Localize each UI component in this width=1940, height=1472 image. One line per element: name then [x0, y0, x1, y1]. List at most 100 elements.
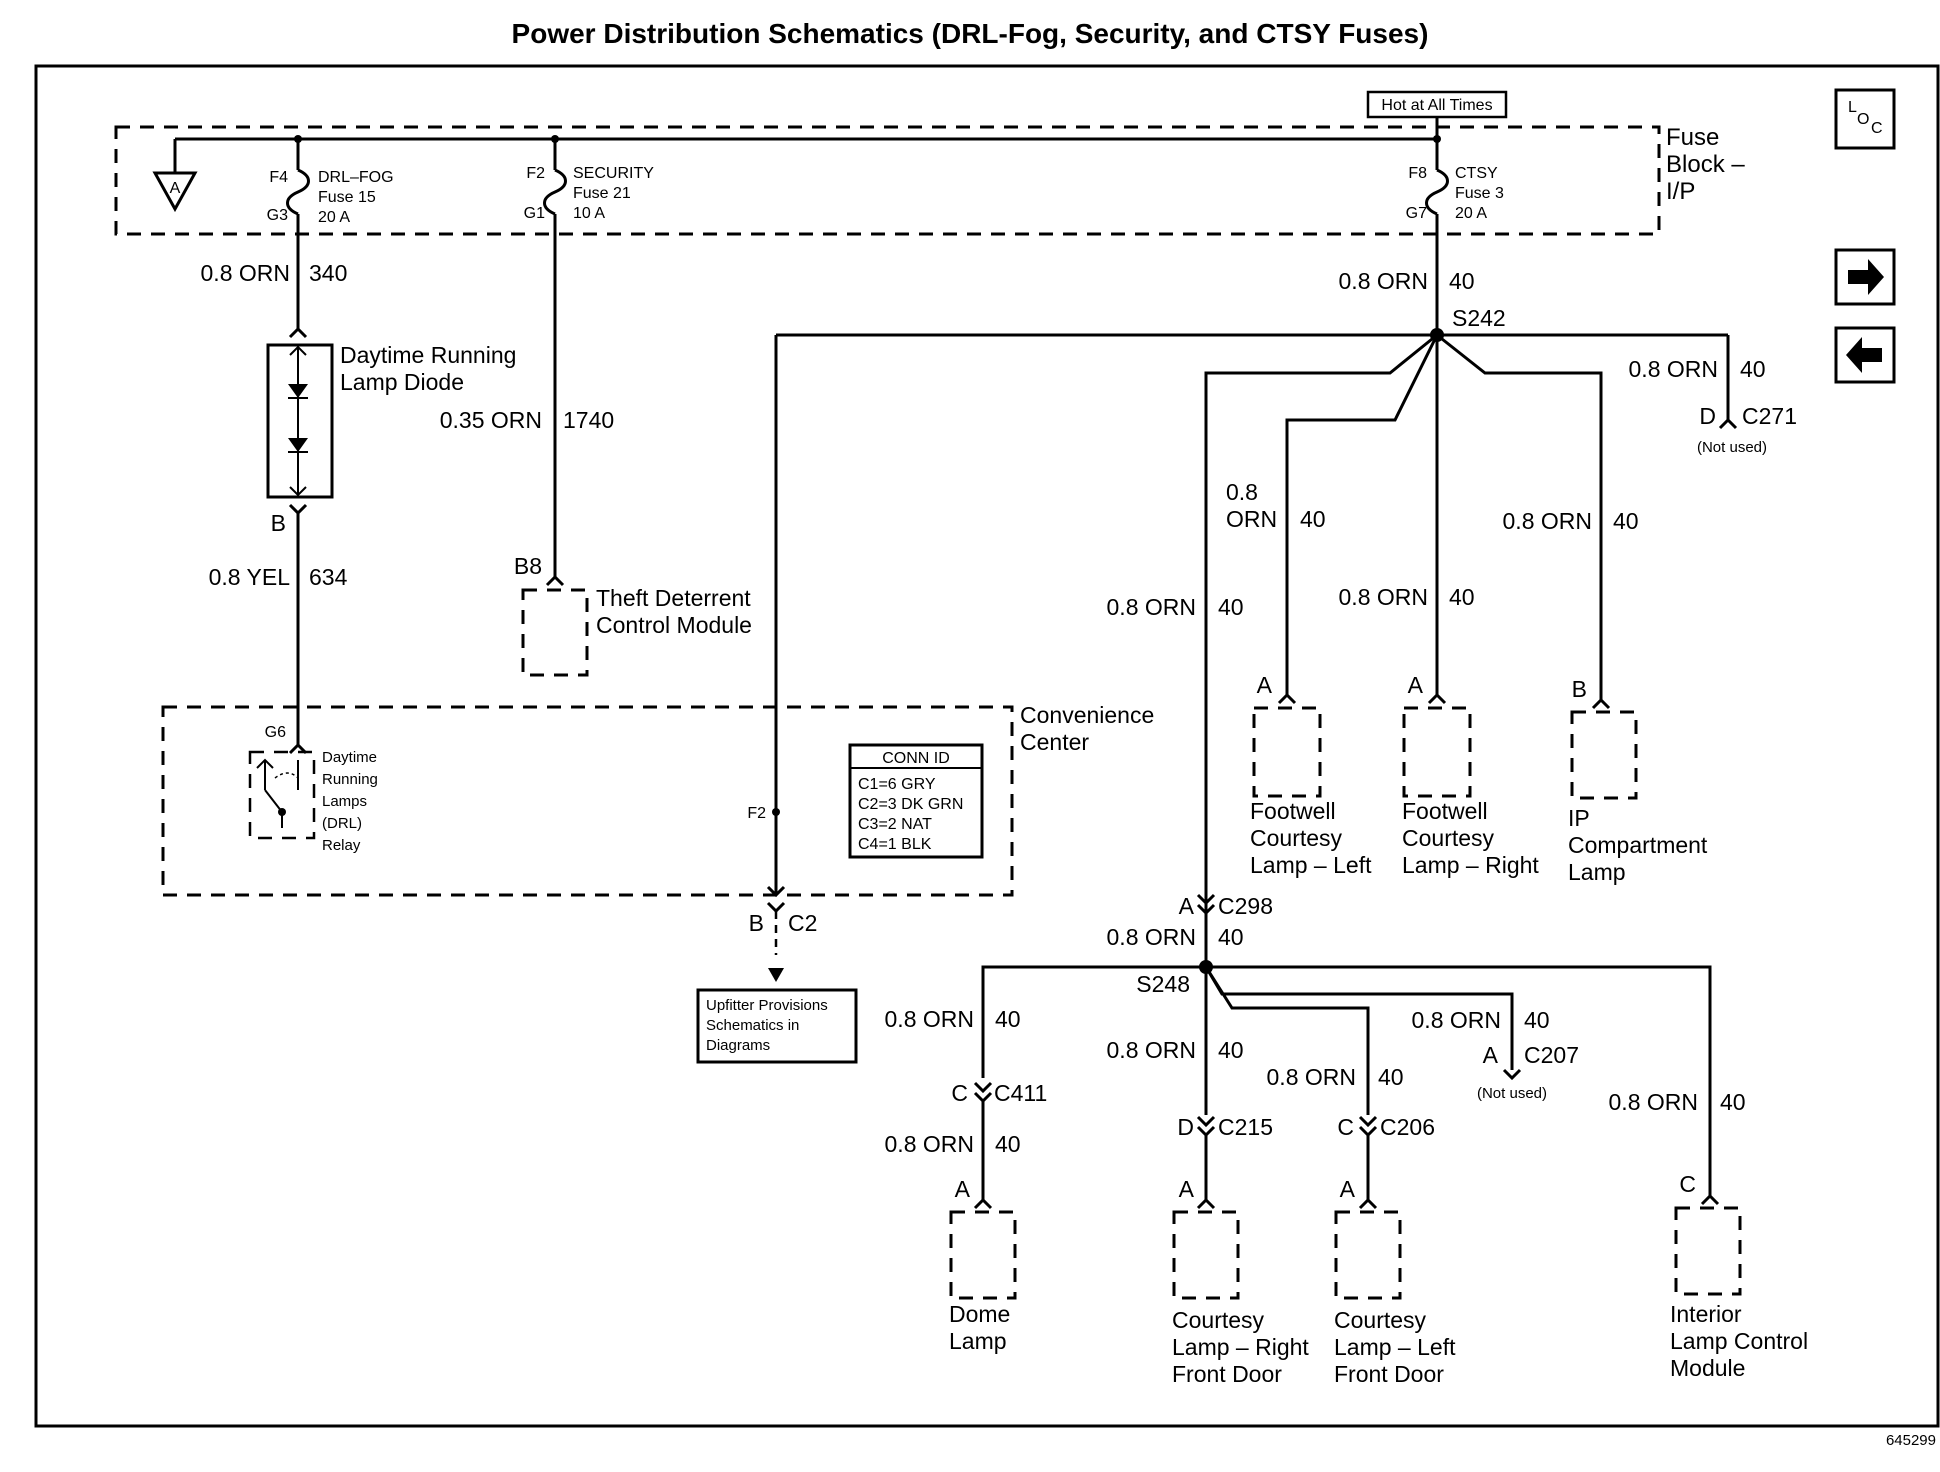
diagram-title: Power Distribution Schematics (DRL-Fog, …: [511, 18, 1429, 49]
svg-text:Lamps: Lamps: [322, 793, 367, 810]
svg-text:Courtesy: Courtesy: [1402, 825, 1495, 851]
arrow-down-icon: [768, 968, 784, 982]
svg-text:Upfitter Provisions: Upfitter Provisions: [706, 997, 828, 1014]
svg-text:Running: Running: [322, 771, 378, 788]
wire-circuit: 40: [1378, 1064, 1404, 1090]
svg-text:Lamp – Left: Lamp – Left: [1250, 852, 1372, 878]
wire-circuit: 40: [1740, 356, 1766, 382]
svg-text:C1=6 GRY: C1=6 GRY: [858, 776, 936, 793]
svg-text:A: A: [1483, 1042, 1499, 1068]
fuse-block-label-3: I/P: [1666, 178, 1695, 205]
svg-text:Fuse 21: Fuse 21: [573, 185, 631, 202]
fuse-15-drl-fog: F4 G3 DRL–FOG Fuse 15 20 A: [267, 135, 394, 329]
connector-c271: C271: [1742, 403, 1797, 429]
courtesy-lamp-right-front-door: Courtesy Lamp – Right Front Door: [1172, 1210, 1309, 1387]
diode-icon: [288, 384, 308, 398]
svg-text:O: O: [1857, 111, 1869, 128]
connector-c215: C215: [1218, 1114, 1273, 1140]
courtesy-lamp-left-front-door: Courtesy Lamp – Left Front Door: [1334, 1210, 1456, 1387]
svg-text:Lamp Control: Lamp Control: [1670, 1328, 1808, 1354]
wire-circuit: 40: [1449, 268, 1475, 294]
svg-text:A: A: [1179, 893, 1195, 919]
svg-text:Fuse 15: Fuse 15: [318, 189, 376, 206]
wire-gauge: 0.8 ORN: [1629, 356, 1718, 382]
svg-text:Daytime: Daytime: [322, 749, 377, 766]
hot-at-all-times-label: Hot at All Times: [1381, 97, 1492, 114]
fuse-block-label-1: Fuse: [1666, 124, 1719, 151]
svg-text:Lamp – Right: Lamp – Right: [1402, 852, 1539, 878]
svg-text:B8: B8: [514, 553, 542, 579]
diagram-id: 645299: [1886, 1432, 1936, 1449]
svg-text:Schematics in: Schematics in: [706, 1017, 799, 1034]
svg-text:Module: Module: [1670, 1355, 1745, 1381]
wire-circuit: 40: [1218, 1037, 1244, 1063]
wire-circuit: 40: [1720, 1089, 1746, 1115]
svg-text:Courtesy: Courtesy: [1172, 1307, 1265, 1333]
svg-text:Center: Center: [1020, 729, 1089, 755]
svg-text:Front Door: Front Door: [1334, 1361, 1444, 1387]
wire-gauge: 0.8: [1226, 479, 1258, 505]
ground-a-icon: [152, 171, 198, 213]
wire-circuit: 40: [995, 1131, 1021, 1157]
svg-text:A: A: [1340, 1176, 1356, 1202]
fuse-icon: [286, 168, 310, 216]
upfitter-provisions-box[interactable]: Upfitter Provisions Schematics in Diagra…: [696, 988, 858, 1064]
location-icon[interactable]: L O C: [1834, 88, 1896, 150]
wire-gauge: 0.8 ORN: [1107, 924, 1196, 950]
svg-text:(Not used): (Not used): [1477, 1085, 1547, 1102]
diagram-frame: [34, 64, 1940, 1428]
svg-text:Courtesy: Courtesy: [1334, 1307, 1427, 1333]
svg-text:(Not used): (Not used): [1697, 439, 1767, 456]
svg-text:10 A: 10 A: [573, 205, 605, 222]
diode-pin-b: B: [271, 510, 286, 536]
svg-text:C4=1 BLK: C4=1 BLK: [858, 836, 932, 853]
svg-text:C2=3 DK GRN: C2=3 DK GRN: [858, 796, 963, 813]
svg-text:CONN ID: CONN ID: [882, 750, 950, 767]
wire-gauge: ORN: [1226, 506, 1277, 532]
svg-text:Lamp Diode: Lamp Diode: [340, 369, 464, 395]
svg-text:C3=2 NAT: C3=2 NAT: [858, 816, 932, 833]
fuse-icon: [1425, 168, 1449, 216]
previous-page-arrow-icon[interactable]: [1834, 326, 1896, 384]
svg-text:Fuse 3: Fuse 3: [1455, 185, 1504, 202]
svg-text:(DRL): (DRL): [322, 815, 362, 832]
connector-c206: C206: [1380, 1114, 1435, 1140]
wire-circuit: 40: [1300, 506, 1326, 532]
svg-text:Lamp – Left: Lamp – Left: [1334, 1334, 1456, 1360]
ground-label: A: [170, 180, 181, 197]
fuse-3-ctsy: F8 G7 CTSY Fuse 3 20 A: [1406, 117, 1504, 335]
drl-relay: Daytime Running Lamps (DRL) Relay: [248, 749, 378, 854]
svg-text:Diagrams: Diagrams: [706, 1037, 770, 1054]
svg-text:Footwell: Footwell: [1402, 798, 1488, 824]
svg-text:DRL–FOG: DRL–FOG: [318, 169, 394, 186]
wire-circuit: 40: [1449, 584, 1475, 610]
svg-text:Control Module: Control Module: [596, 612, 752, 638]
wire-gauge: 0.8 ORN: [1609, 1089, 1698, 1115]
svg-text:G3: G3: [267, 207, 288, 224]
wire-gauge: 0.35 ORN: [440, 407, 542, 433]
diode-icon: [288, 438, 308, 452]
svg-text:20 A: 20 A: [318, 209, 350, 226]
wire-circuit: 1740: [563, 407, 614, 433]
svg-text:D: D: [1177, 1114, 1194, 1140]
ip-compartment-lamp: IP Compartment Lamp: [1568, 710, 1708, 885]
wire-gauge: 0.8 ORN: [1339, 584, 1428, 610]
svg-text:Interior: Interior: [1670, 1301, 1742, 1327]
svg-text:C: C: [1337, 1114, 1354, 1140]
wire-circuit: 634: [309, 564, 348, 590]
theft-deterrent-control-module: Theft Deterrent Control Module: [521, 585, 752, 677]
footwell-courtesy-lamp-left: Footwell Courtesy Lamp – Left: [1250, 706, 1372, 878]
fuse-block-label-2: Block –: [1666, 151, 1745, 178]
wire-gauge: 0.8 ORN: [1412, 1007, 1501, 1033]
wire-gauge: 0.8 YEL: [209, 564, 291, 590]
wire-gauge: 0.8 ORN: [201, 260, 290, 286]
fuse-block-outline: [114, 125, 1661, 236]
fuse-icon: [543, 168, 567, 216]
convenience-center: Convenience Center G6 Daytime Running La…: [161, 702, 1154, 897]
next-page-arrow-icon[interactable]: [1834, 248, 1896, 306]
svg-text:Theft Deterrent: Theft Deterrent: [596, 585, 751, 611]
svg-text:Front Door: Front Door: [1172, 1361, 1282, 1387]
svg-text:A: A: [1257, 672, 1273, 698]
fuse-21-security: F2 G1 SECURITY Fuse 21 10 A: [524, 135, 654, 577]
svg-text:Lamp – Right: Lamp – Right: [1172, 1334, 1309, 1360]
